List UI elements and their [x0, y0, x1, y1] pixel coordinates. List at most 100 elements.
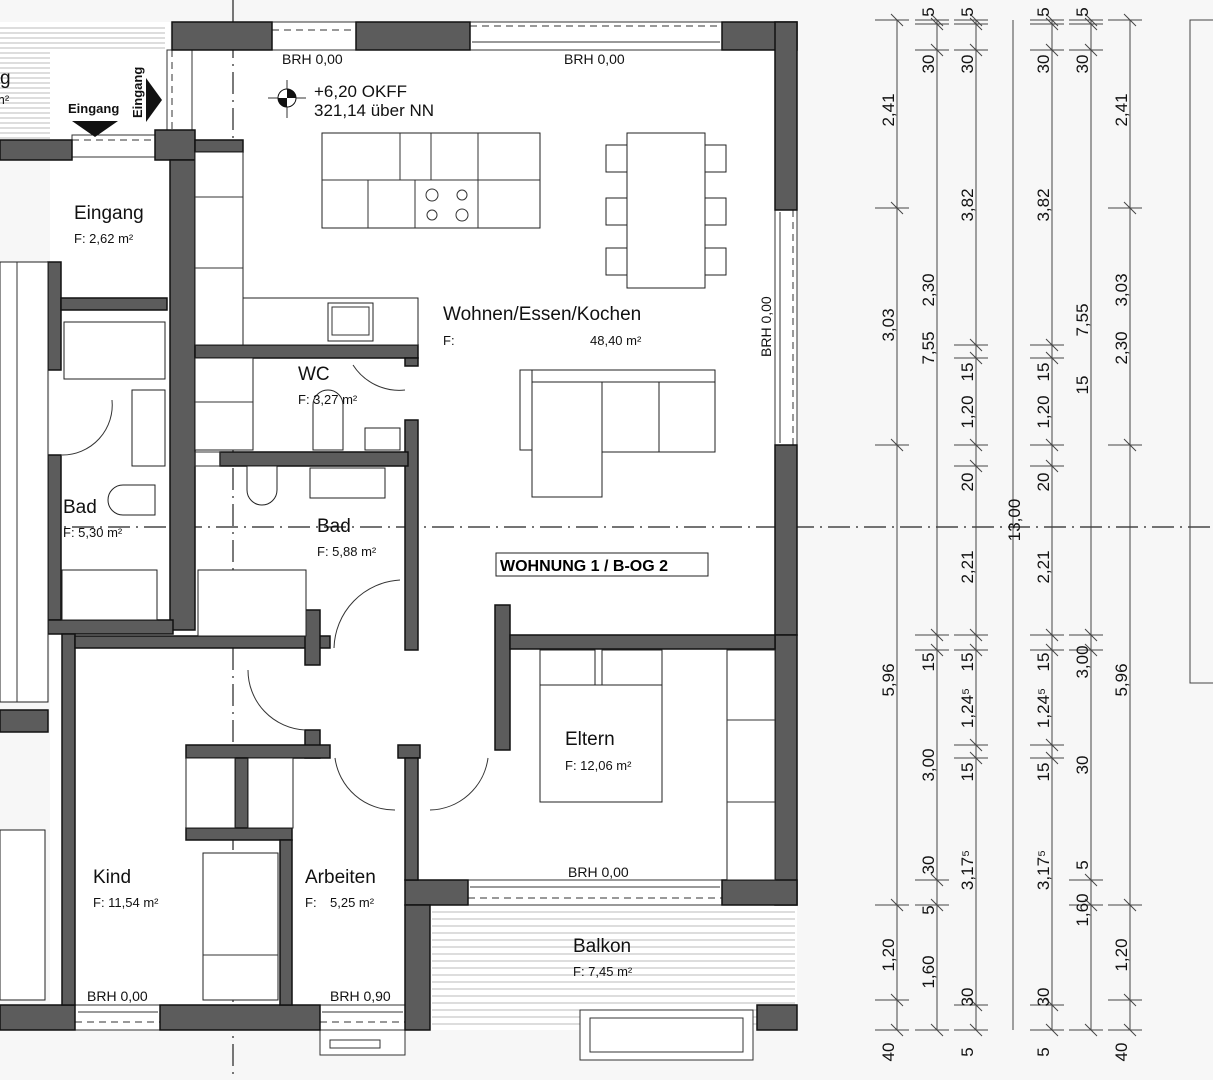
dimension-tick — [1084, 628, 1098, 642]
dimension-label: 15 — [1034, 653, 1053, 672]
dimension-tick — [930, 643, 944, 657]
dimension-tick — [1045, 751, 1059, 765]
dimension-label: 5 — [1073, 7, 1092, 16]
dimension-tick — [969, 628, 983, 642]
bedroom-furniture — [247, 649, 776, 881]
kitchen-island — [321, 132, 541, 229]
window-brh-arbeiten: BRH 0,90 — [330, 988, 391, 1004]
room-name-bad: Bad — [317, 516, 351, 537]
dimension-tick — [1123, 201, 1137, 215]
dimension-label: 3,17⁵ — [958, 850, 977, 890]
door-swing — [429, 757, 489, 811]
wc-fixtures — [194, 357, 406, 467]
dimension-label: 30 — [919, 856, 938, 875]
dimension-chains: 13,002,413,035,961,20405302,307,55153,00… — [875, 7, 1142, 1061]
sheet-frame — [1189, 19, 1213, 684]
dimension-tick — [890, 898, 904, 912]
dimension-label: 30 — [1073, 55, 1092, 74]
dimension-tick — [930, 1023, 944, 1037]
dimension-label: 2,41 — [1112, 93, 1131, 126]
neighbor-room-area: m² — [0, 92, 10, 107]
dining-table — [605, 132, 727, 289]
dimension-label: 5 — [958, 7, 977, 16]
dimension-label: 3,82 — [1034, 188, 1053, 221]
dimension-tick — [969, 738, 983, 752]
room-area-wc: F: 3,27 m² — [298, 392, 358, 407]
dimension-tick — [969, 643, 983, 657]
dimension-label: 3,03 — [879, 308, 898, 341]
window-brh-top-left: BRH 0,00 — [282, 51, 343, 67]
dimension-label: 2,21 — [1034, 550, 1053, 583]
room-name-wohnen: Wohnen/Essen/Kochen — [443, 304, 641, 325]
dimension-label: 5 — [1034, 1047, 1053, 1056]
dimension-label: 5 — [1034, 7, 1053, 16]
dimension-tick — [930, 17, 944, 31]
stove-burner-icon — [425, 188, 439, 202]
room-area-bad-neighbor: F: 5,30 m² — [63, 525, 123, 540]
dimension-label: 30 — [1034, 55, 1053, 74]
dimension-tick — [1084, 17, 1098, 31]
room-area-balkon: F: 7,45 m² — [573, 964, 633, 979]
room-name-arbeiten: Arbeiten — [305, 867, 376, 888]
dimension-tick — [1045, 351, 1059, 365]
door-swing — [61, 399, 113, 456]
dimension-tick — [1045, 738, 1059, 752]
dimension-label: 15 — [1034, 363, 1053, 382]
room-area-wohnen: 48,40 m² — [590, 333, 642, 348]
dimension-label: 1,20 — [1112, 938, 1131, 971]
dimension-tick — [1045, 1023, 1059, 1037]
dimension-label: 30 — [1034, 988, 1053, 1007]
room-area-arbeiten: 5,25 m² — [330, 895, 375, 910]
dimension-tick — [1045, 628, 1059, 642]
window-brh-right: BRH 0,00 — [758, 296, 774, 357]
dimension-tick — [1084, 43, 1098, 57]
room-area-bad: F: 5,88 m² — [317, 544, 377, 559]
room-name-kind: Kind — [93, 867, 131, 888]
dimension-label: 1,24⁵ — [958, 688, 977, 728]
dimension-label: 5,96 — [879, 663, 898, 696]
dimension-tick — [1084, 1023, 1098, 1037]
dimension-tick — [930, 898, 944, 912]
dimension-label: 15 — [958, 363, 977, 382]
dimension-tick — [930, 873, 944, 887]
kitchen-counter — [194, 151, 419, 346]
dimension-tick — [1123, 993, 1137, 1007]
dimension-tick — [969, 338, 983, 352]
dimension-label: 3,17⁵ — [1034, 850, 1053, 890]
entrance-arrow-down-icon — [72, 121, 118, 137]
dimension-tick — [890, 993, 904, 1007]
dimension-label: 15 — [1073, 376, 1092, 395]
dimension-tick — [969, 1023, 983, 1037]
dimension-tick — [930, 628, 944, 642]
level-okff: +6,20 OKFF — [314, 82, 407, 101]
kind-furniture — [185, 757, 294, 1001]
dimension-tick — [1123, 13, 1137, 27]
dimension-tick — [969, 438, 983, 452]
dimension-tick — [1123, 438, 1137, 452]
sofa — [519, 369, 716, 498]
dimension-tick — [969, 351, 983, 365]
dimension-label: 5,96 — [1112, 663, 1131, 696]
apartment-title: WOHNUNG 1 / B-OG 2 — [500, 558, 668, 575]
door-swing — [247, 669, 306, 731]
room-area-prefix-wohnen: F: — [443, 333, 455, 348]
dimension-label: 1,60 — [919, 955, 938, 988]
dimension-label: 7,55 — [919, 331, 938, 364]
dimension-tick — [890, 438, 904, 452]
room-name-eingang: Eingang — [74, 203, 144, 224]
dimension-label: 30 — [958, 55, 977, 74]
window-brh-kind: BRH 0,00 — [87, 988, 148, 1004]
dimension-label: 40 — [879, 1043, 898, 1062]
dimension-tick — [1045, 459, 1059, 473]
dimension-label: 15 — [958, 763, 977, 782]
dimension-label: 20 — [958, 473, 977, 492]
dimension-tick — [1045, 338, 1059, 352]
apartment-title-box — [495, 552, 709, 577]
room-area-eltern: F: 12,06 m² — [565, 758, 632, 773]
dimension-label: 7,55 — [1073, 303, 1092, 336]
dimension-tick — [890, 201, 904, 215]
dimension-tick — [969, 459, 983, 473]
room-area-eingang: F: 2,62 m² — [74, 231, 134, 246]
dimension-tick — [1045, 43, 1059, 57]
dimension-tick — [1123, 1023, 1137, 1037]
